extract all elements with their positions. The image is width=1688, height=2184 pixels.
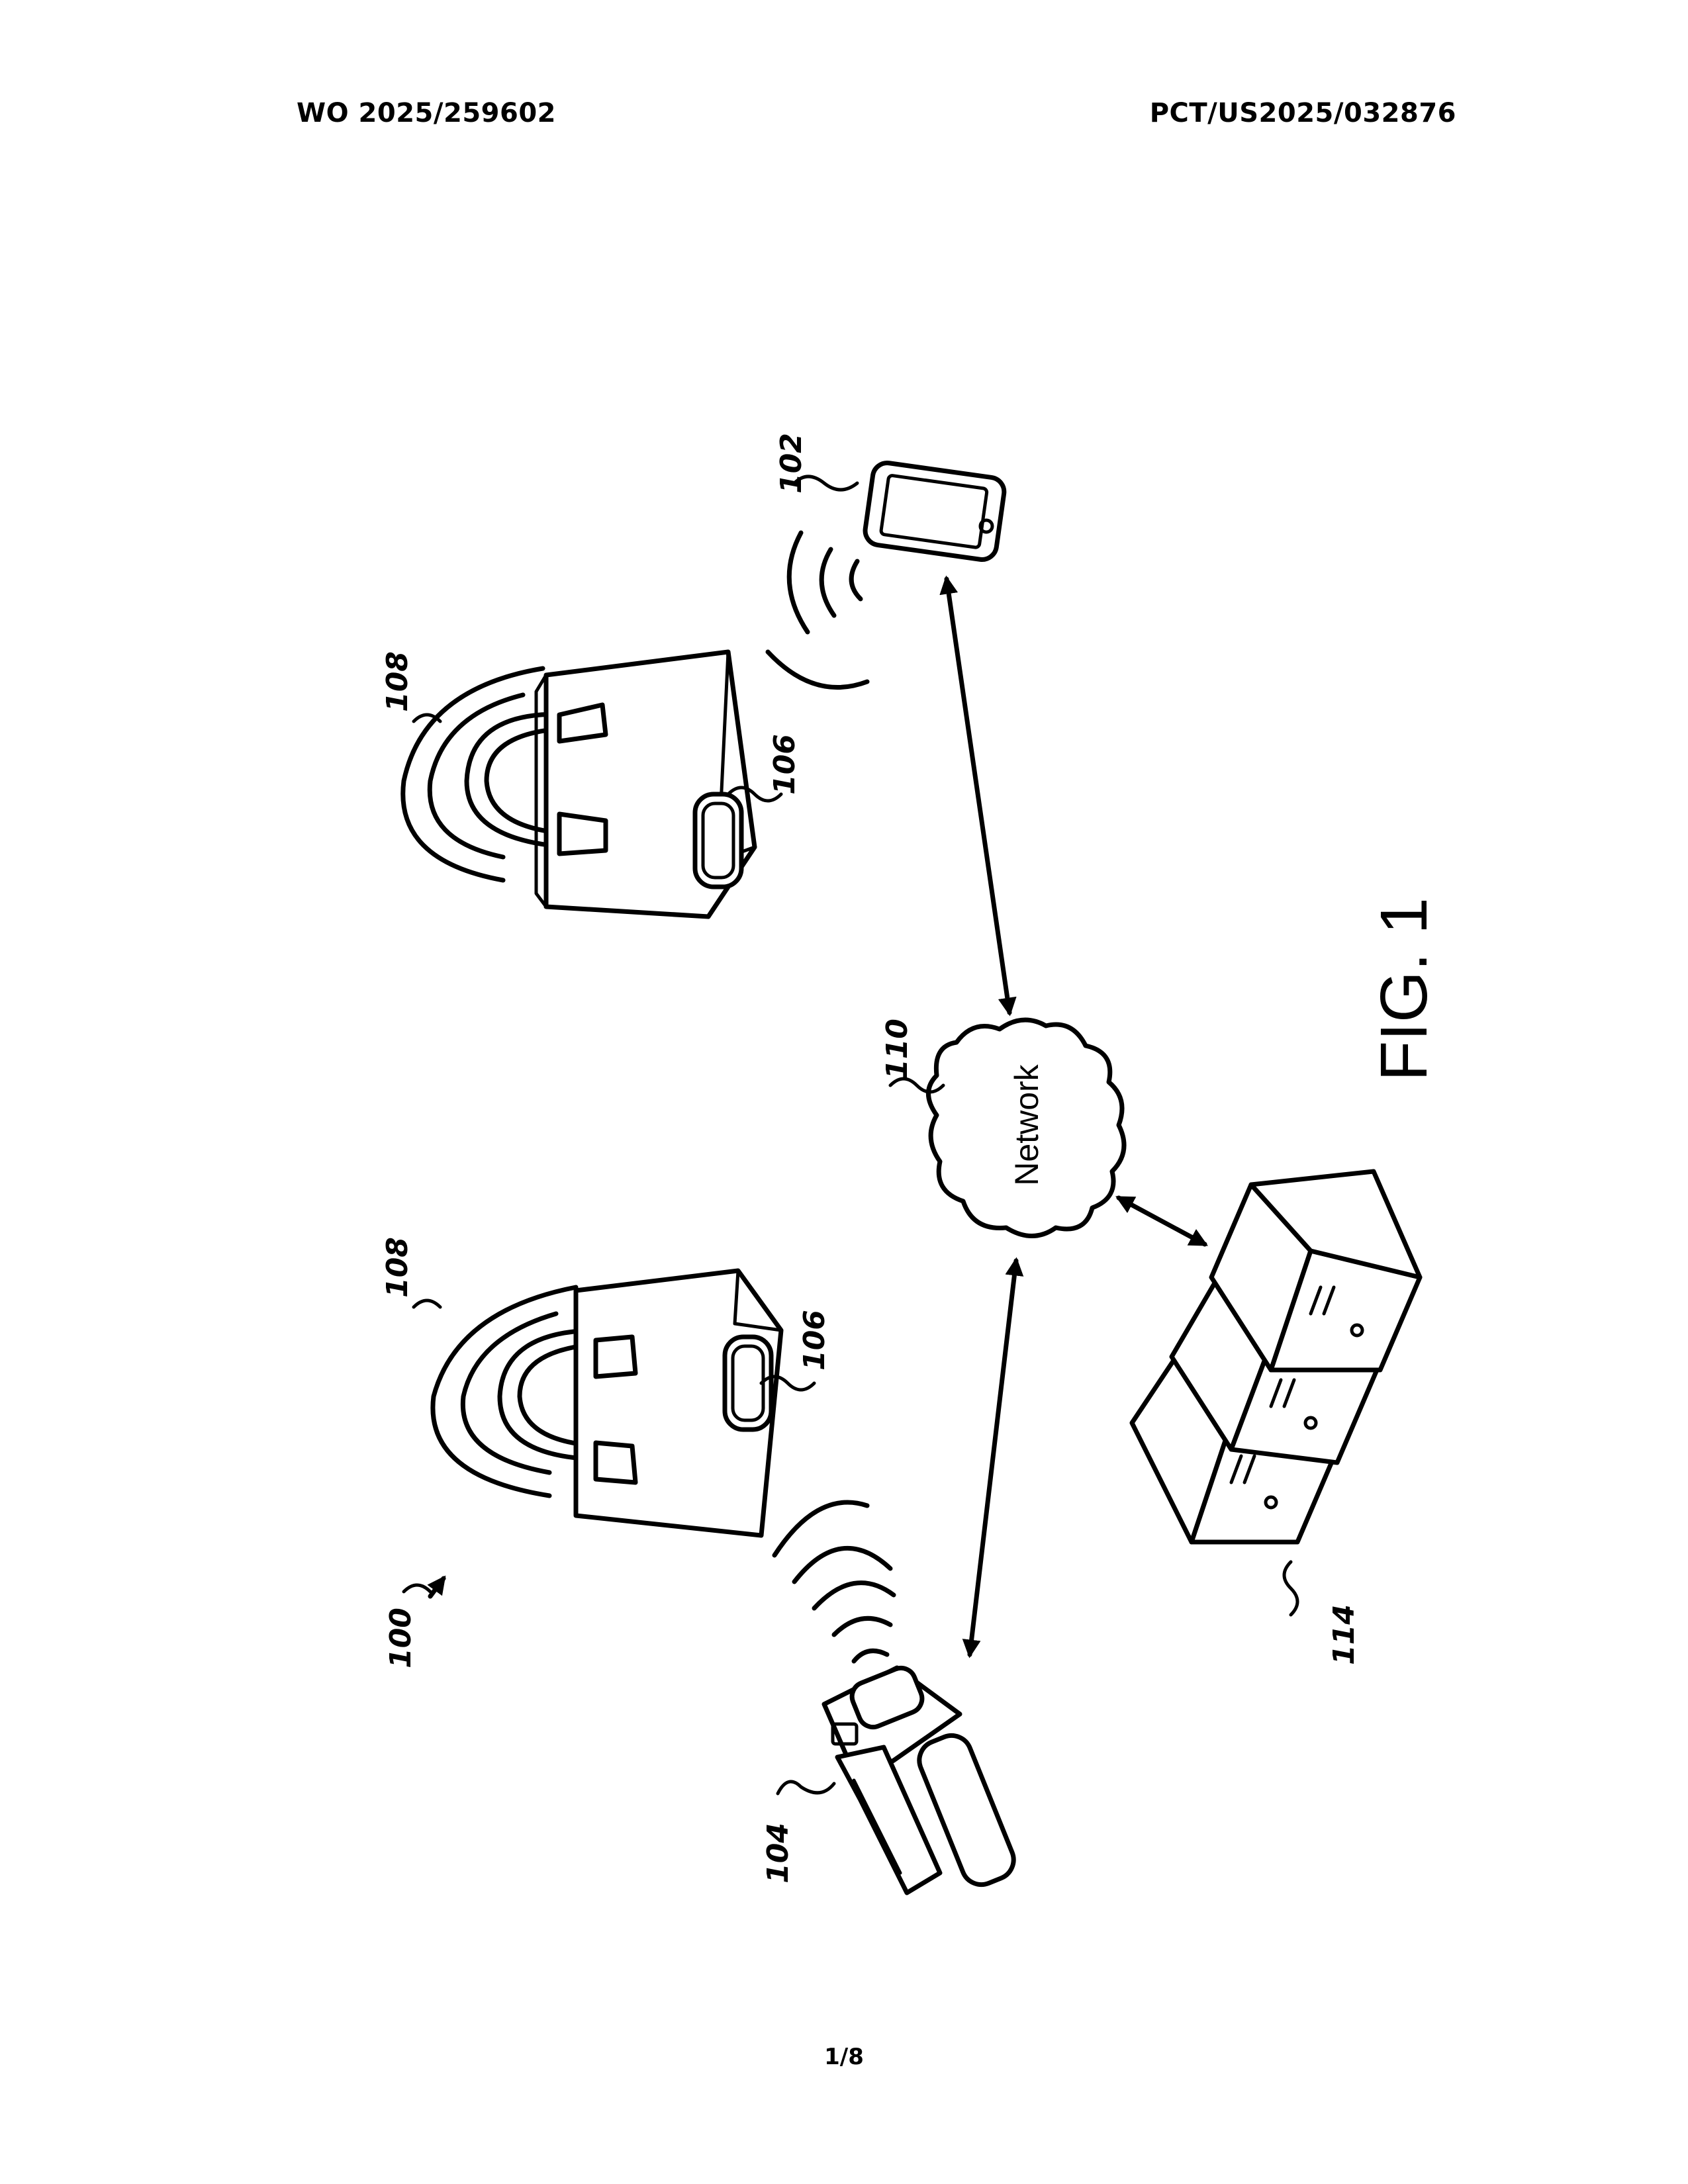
system-ref-arrow bbox=[430, 1578, 444, 1596]
ref-108-right: 108 bbox=[381, 651, 414, 712]
bag-left bbox=[433, 1271, 781, 1535]
handheld-rfid-reader bbox=[824, 1664, 1019, 1893]
bag-right bbox=[403, 652, 755, 917]
network-cloud: Network bbox=[929, 1020, 1125, 1236]
leader-lines bbox=[404, 477, 1297, 1794]
wireless-waves-mobile-icon bbox=[768, 533, 867, 688]
ref-110: 110 bbox=[880, 1019, 914, 1079]
ref-104: 104 bbox=[761, 1823, 795, 1884]
wireless-waves-reader-icon bbox=[774, 1502, 894, 1661]
arrow-network-servers bbox=[1119, 1198, 1205, 1244]
ref-102: 102 bbox=[774, 433, 808, 494]
arrow-reader-network bbox=[970, 1261, 1016, 1655]
network-label: Network bbox=[1008, 1064, 1045, 1185]
ref-108-left: 108 bbox=[381, 1237, 414, 1298]
page-number: 1/8 bbox=[0, 2044, 1688, 2070]
ref-114: 114 bbox=[1327, 1604, 1361, 1665]
figure-caption: FIG. 1 bbox=[1367, 897, 1441, 1081]
mobile-device bbox=[863, 461, 1006, 562]
arrow-mobile-network bbox=[947, 579, 1009, 1013]
ref-100: 100 bbox=[384, 1608, 418, 1668]
ref-106-right: 106 bbox=[768, 734, 802, 795]
ref-106-left: 106 bbox=[798, 1310, 831, 1371]
